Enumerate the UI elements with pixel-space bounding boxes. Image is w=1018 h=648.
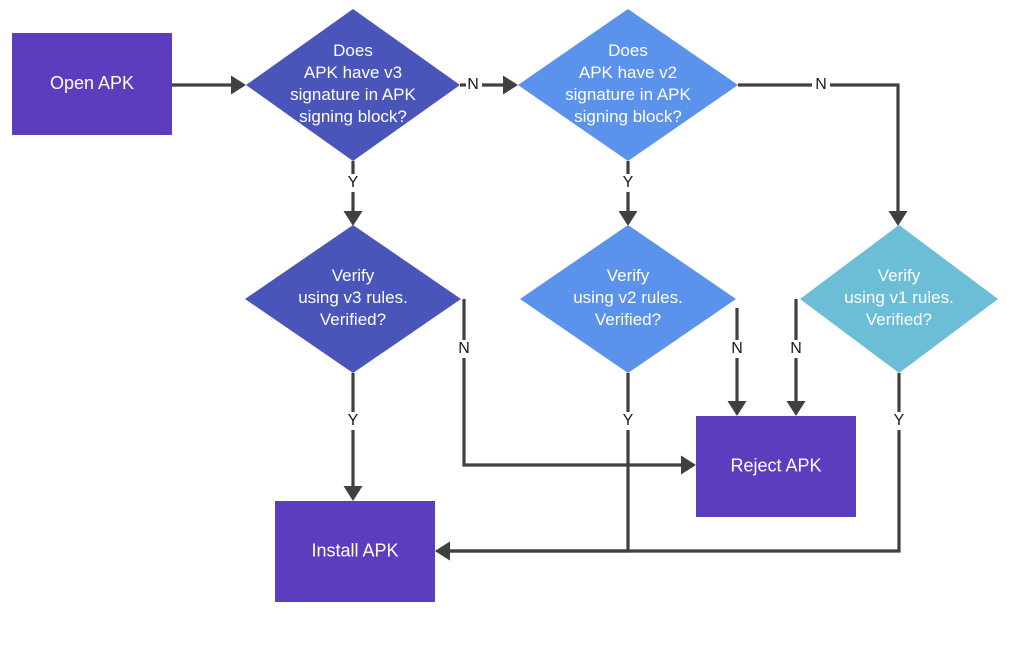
edge-verify-v2-no-to-reject-apk-label: N (731, 340, 743, 357)
edge-verify-v2-yes-to-install-apk-line (443, 373, 630, 553)
verify-v3-rules-decision-shape[interactable] (245, 225, 461, 373)
install-apk-node-shape[interactable] (275, 501, 435, 602)
install-apk-node[interactable]: Install APK (275, 501, 435, 602)
edge-has-v2-no-to-verify-v1-arrowhead (888, 211, 908, 226)
edge-open-apk-to-has-v3-arrowhead (231, 75, 246, 95)
has-v2-signature-decision-shape[interactable] (518, 9, 738, 161)
reject-apk-node[interactable]: Reject APK (696, 416, 856, 517)
edge-has-v2-yes-to-verify-v2 (618, 161, 638, 226)
edge-has-v3-no-to-has-v2-label: N (467, 76, 479, 93)
edge-open-apk-to-has-v3 (172, 75, 246, 95)
edge-verify-v1-no-to-reject-apk-label: N (790, 340, 802, 357)
edge-verify-v3-no-to-reject-apk-label: N (458, 340, 470, 357)
open-apk-node-shape[interactable] (12, 33, 172, 135)
edge-verify-v2-no-to-reject-apk-arrowhead (727, 401, 747, 416)
edge-has-v2-no-to-verify-v1 (738, 83, 908, 226)
edge-has-v3-no-to-has-v2-arrowhead (503, 75, 518, 95)
edge-verify-v3-yes-to-install-apk-arrowhead (343, 486, 363, 501)
edge-has-v3-yes-to-verify-v3-arrowhead (343, 211, 363, 226)
edge-verify-v2-yes-to-install-apk-label: Y (623, 412, 634, 429)
edge-has-v3-yes-to-verify-v3 (343, 161, 363, 226)
edge-verify-v1-no-to-reject-apk-arrowhead (786, 401, 806, 416)
verify-v1-rules-decision-shape[interactable] (800, 225, 998, 373)
edges-layer (172, 75, 908, 561)
edge-verify-v1-yes-to-install-apk-arrowhead (435, 541, 450, 561)
edge-has-v2-no-to-verify-v1-label: N (815, 76, 827, 93)
edge-has-v2-yes-to-verify-v2-label: Y (623, 174, 634, 191)
edge-verify-v3-no-to-reject-apk-arrowhead (681, 455, 696, 475)
edge-verify-v3-yes-to-install-apk-label: Y (348, 412, 359, 429)
reject-apk-node-shape[interactable] (696, 416, 856, 517)
edge-verify-v3-no-to-reject-apk-line (462, 299, 688, 467)
edge-verify-v1-no-to-reject-apk (786, 299, 806, 416)
edge-verify-v3-yes-to-install-apk (343, 373, 363, 501)
edge-has-v3-no-to-has-v2 (460, 75, 518, 95)
edge-has-v2-yes-to-verify-v2-arrowhead (618, 211, 638, 226)
edge-has-v2-no-to-verify-v1-line (738, 83, 900, 217)
edge-verify-v2-no-to-reject-apk (727, 308, 747, 416)
edge-verify-v1-yes-to-install-apk-label: Y (894, 412, 905, 429)
edge-has-v3-yes-to-verify-v3-label: Y (348, 174, 359, 191)
open-apk-node[interactable]: Open APK (12, 33, 172, 135)
edge-verify-v1-yes-to-install-apk-line (443, 373, 901, 553)
has-v3-signature-decision-shape[interactable] (246, 9, 460, 161)
verify-v2-rules-decision-shape[interactable] (520, 225, 736, 373)
edge-verify-v3-no-to-reject-apk (462, 299, 696, 475)
edge-verify-v1-yes-to-install-apk (435, 373, 901, 561)
